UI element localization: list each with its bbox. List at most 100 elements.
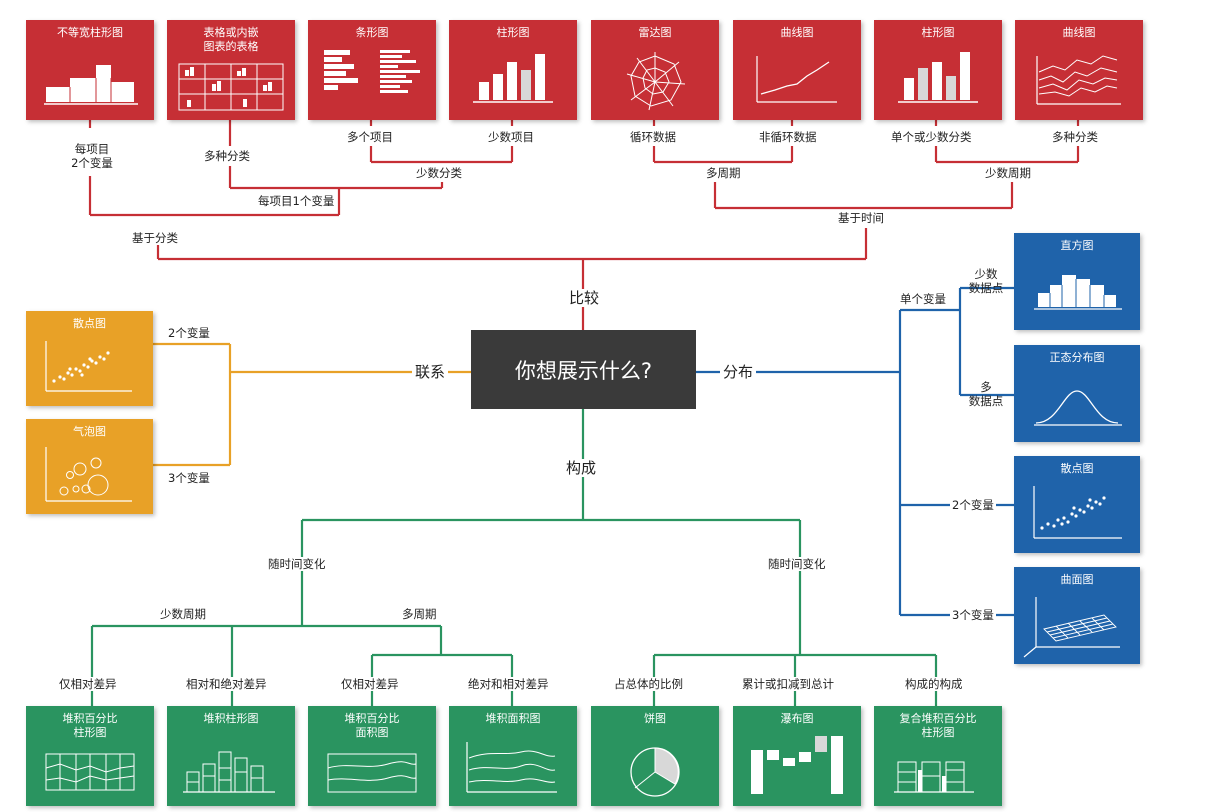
card-line-chart-2: 曲线图 <box>1015 20 1143 120</box>
card-histogram: 直方图 <box>1014 233 1140 330</box>
card-line-chart-1: 曲线图 <box>733 20 861 120</box>
column-chart-icon <box>898 52 978 103</box>
card-title: 散点图 <box>1060 462 1094 475</box>
card-title: 堆积百分比 柱形图 <box>62 712 118 739</box>
label-multi-category: 多种分类 <box>1050 130 1100 144</box>
stacked-column-icon <box>183 751 275 793</box>
surface-chart-icon <box>1023 597 1120 658</box>
card-radar-chart: 雷达图 <box>591 20 719 120</box>
label-many-points: 多 数据点 <box>968 380 1004 408</box>
label-leaf-relative-only-1: 仅相对差异 <box>57 677 119 691</box>
card-bubble-chart: 气泡图 <box>26 419 153 514</box>
card-title: 正态分布图 <box>1049 351 1105 364</box>
label-single-or-few: 单个或少数分类 <box>889 130 974 144</box>
line-chart-icon <box>756 56 837 103</box>
card-title: 条形图 <box>355 26 389 39</box>
label-many-items: 多个项目 <box>345 130 395 144</box>
card-variable-width-column: 不等宽柱形图 <box>26 20 154 120</box>
card-column-chart-1: 柱形图 <box>449 20 577 120</box>
branch-label-composition: 构成 <box>563 459 600 477</box>
card-pie-chart: 饼图 <box>591 706 719 806</box>
card-title: 堆积面积图 <box>485 712 541 725</box>
card-stacked-percent-column: 堆积百分比 柱形图 <box>26 706 154 806</box>
label-single-var: 单个变量 <box>898 292 948 306</box>
pie-chart-icon <box>630 747 680 797</box>
label-rel-three-vars: 3个变量 <box>166 471 212 485</box>
card-surface-chart: 曲面图 <box>1014 567 1140 664</box>
label-cyclic: 循环数据 <box>628 130 678 144</box>
label-many-periods: 多周期 <box>704 166 743 180</box>
card-title: 曲线图 <box>780 26 814 39</box>
label-many-categories: 多种分类 <box>202 149 252 163</box>
card-title: 曲面图 <box>1060 573 1094 586</box>
card-stacked-percent-area: 堆积百分比 面积图 <box>308 706 436 806</box>
label-leaf-composition-of-composition: 构成的构成 <box>903 677 965 691</box>
card-title: 复合堆积百分比 柱形图 <box>899 712 977 739</box>
label-leaf-relative-absolute: 相对和绝对差异 <box>184 677 269 691</box>
card-compound-stacked-percent-column: 复合堆积百分比 柱形图 <box>874 706 1002 806</box>
card-scatter-relationship: 散点图 <box>26 311 153 406</box>
variable-width-column-icon <box>44 65 138 105</box>
card-normal-distribution: 正态分布图 <box>1014 345 1140 442</box>
stacked-percent-column-icon <box>45 753 135 791</box>
card-bar-chart: 条形图 <box>308 20 436 120</box>
label-two-vars-per-item: 每项目 2个变量 <box>71 142 113 170</box>
waterfall-chart-icon <box>751 736 843 794</box>
scatter-plot-icon <box>45 341 132 392</box>
card-title: 堆积百分比 面积图 <box>344 712 400 739</box>
card-title: 散点图 <box>73 317 106 330</box>
label-leaf-absolute-relative: 绝对和相对差异 <box>466 677 551 691</box>
label-non-cyclic: 非循环数据 <box>757 130 819 144</box>
card-title: 不等宽柱形图 <box>57 26 123 39</box>
card-title: 柱形图 <box>921 26 955 39</box>
bar-chart-icon <box>324 50 420 93</box>
label-over-time-left: 随时间变化 <box>266 557 328 571</box>
card-title: 曲线图 <box>1062 26 1096 39</box>
stacked-percent-area-icon <box>327 753 417 793</box>
card-title: 气泡图 <box>73 425 106 438</box>
radar-chart-icon <box>626 52 686 111</box>
label-comp-few-periods: 少数周期 <box>158 607 208 621</box>
multi-line-chart-icon <box>1036 55 1121 105</box>
label-over-time-right: 随时间变化 <box>766 557 828 571</box>
label-few-points: 少数 数据点 <box>968 267 1004 295</box>
histogram-icon <box>1034 275 1122 310</box>
card-stacked-column: 堆积柱形图 <box>167 706 295 806</box>
label-leaf-accumulate: 累计或扣减到总计 <box>740 677 836 691</box>
card-scatter-distribution: 散点图 <box>1014 456 1140 553</box>
branch-label-distribution: 分布 <box>720 363 757 381</box>
card-column-chart-2: 柱形图 <box>874 20 1002 120</box>
label-few-periods: 少数周期 <box>983 166 1033 180</box>
card-title: 表格或内嵌 图表的表格 <box>203 26 259 53</box>
card-title: 柱形图 <box>496 26 530 39</box>
card-title: 雷达图 <box>638 26 672 39</box>
label-leaf-share-of-total: 占总体的比例 <box>612 677 685 691</box>
label-comp-many-periods: 多周期 <box>400 607 439 621</box>
label-few-categories: 少数分类 <box>414 166 464 180</box>
card-stacked-area: 堆积面积图 <box>449 706 577 806</box>
label-leaf-relative-only-2: 仅相对差异 <box>339 677 401 691</box>
card-title: 饼图 <box>644 712 666 725</box>
center-question-box: 你想展示什么? <box>471 330 696 409</box>
label-one-var-per-item: 每项目1个变量 <box>256 194 337 208</box>
branch-label-comparison: 比较 <box>566 289 603 307</box>
bell-curve-icon <box>1034 390 1122 426</box>
label-by-time: 基于时间 <box>836 211 886 225</box>
embedded-table-icon <box>178 63 284 111</box>
card-title: 直方图 <box>1060 239 1094 252</box>
branch-label-relationship: 联系 <box>412 363 449 381</box>
card-title: 堆积柱形图 <box>203 712 259 725</box>
card-title: 瀑布图 <box>780 712 814 725</box>
bubble-chart-icon <box>45 447 132 502</box>
label-rel-two-vars: 2个变量 <box>166 326 212 340</box>
compound-stacked-column-icon <box>894 761 974 793</box>
card-table-with-charts: 表格或内嵌 图表的表格 <box>167 20 295 120</box>
card-waterfall-chart: 瀑布图 <box>733 706 861 806</box>
label-dist-three-vars: 3个变量 <box>950 608 996 622</box>
label-few-items: 少数项目 <box>486 130 536 144</box>
scatter-plot-icon <box>1033 486 1122 539</box>
label-dist-two-vars: 2个变量 <box>950 498 996 512</box>
stacked-area-icon <box>466 742 557 793</box>
column-chart-icon <box>473 54 553 103</box>
